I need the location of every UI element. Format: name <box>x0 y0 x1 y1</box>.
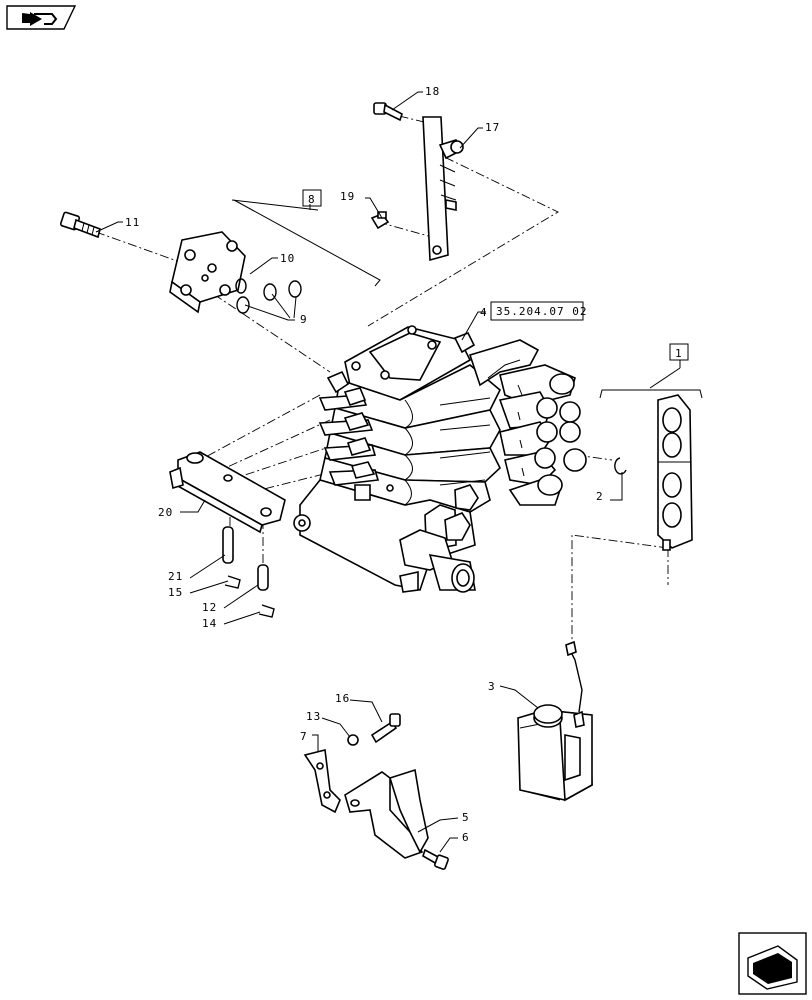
group-bracket-1 <box>599 389 703 399</box>
callout-17[interactable]: 17 <box>485 121 500 134</box>
valve-spools <box>318 370 394 501</box>
callout-2[interactable]: 2 <box>596 490 604 503</box>
pin-12 <box>257 564 269 591</box>
bolt-18 <box>373 102 403 122</box>
callout-box-1 <box>669 343 689 361</box>
link-bar-20 <box>169 451 286 534</box>
control-valve-4 <box>293 325 540 593</box>
callout-1[interactable]: 1 <box>675 347 683 360</box>
callout-11[interactable]: 11 <box>125 216 140 229</box>
callout-10[interactable]: 10 <box>280 252 295 265</box>
callout-3[interactable]: 3 <box>488 680 496 693</box>
bolt-16 <box>370 713 401 744</box>
bolt-11 <box>59 211 101 239</box>
callout-box-8 <box>302 189 322 207</box>
callout-7[interactable]: 7 <box>300 730 308 743</box>
callout-16[interactable]: 16 <box>335 692 350 705</box>
snap-ring-2 <box>614 457 627 475</box>
callout-14[interactable]: 14 <box>202 617 217 630</box>
callout-13[interactable]: 13 <box>306 710 321 723</box>
coupler-cover-1 <box>657 394 693 551</box>
callout-4[interactable]: 4 <box>480 306 488 319</box>
clip-15 <box>224 575 241 589</box>
reference-code-link[interactable]: 35.204.07 02 <box>496 305 587 318</box>
callout-8[interactable]: 8 <box>308 193 316 206</box>
oil-tank-3 <box>517 640 593 802</box>
strap-5 <box>344 768 429 859</box>
quick-couplers <box>498 364 587 506</box>
bolt-6 <box>422 848 449 870</box>
callout-9[interactable]: 9 <box>300 313 308 326</box>
callout-leaders <box>95 91 681 853</box>
group-bracket-8 <box>233 199 381 287</box>
arrow-back-icon[interactable] <box>6 5 77 30</box>
lever-17 <box>422 116 464 262</box>
flange-plate <box>169 231 246 314</box>
reference-box <box>490 301 584 321</box>
arrow-next-icon[interactable] <box>738 932 807 995</box>
o-rings <box>235 278 302 314</box>
callout-20[interactable]: 20 <box>158 506 173 519</box>
washer-13 <box>347 734 359 746</box>
callout-19[interactable]: 19 <box>340 190 355 203</box>
callout-15[interactable]: 15 <box>168 586 183 599</box>
callout-21[interactable]: 21 <box>168 570 183 583</box>
clip-14 <box>258 604 275 618</box>
screw-19 <box>370 211 390 230</box>
callout-6[interactable]: 6 <box>462 831 470 844</box>
callout-12[interactable]: 12 <box>202 601 217 614</box>
bracket-7 <box>303 749 341 814</box>
leader-lines <box>95 111 669 640</box>
callout-5[interactable]: 5 <box>462 811 470 824</box>
callout-18[interactable]: 18 <box>425 85 440 98</box>
pin-21 <box>222 526 234 564</box>
